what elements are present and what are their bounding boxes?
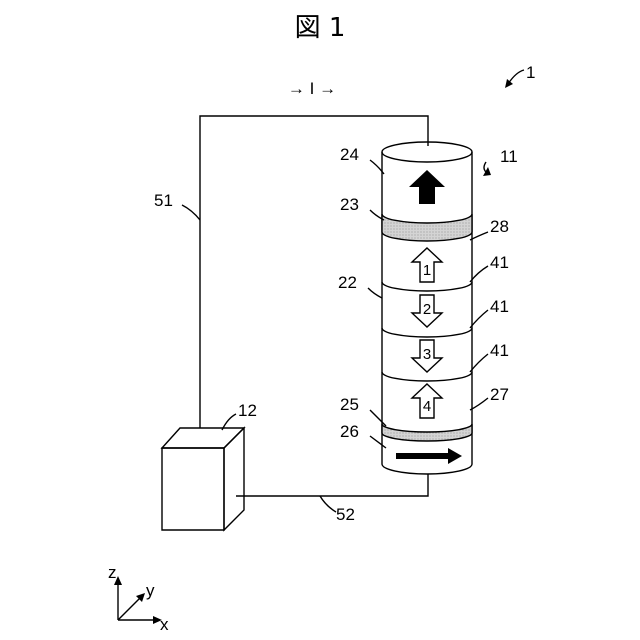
figure-title: 図 1 (295, 13, 346, 43)
wire-52 (236, 474, 428, 496)
cylinder-bottom (382, 464, 472, 474)
wire-51 (200, 116, 428, 428)
segment-3-number: 3 (423, 346, 431, 363)
label-41b: 41 (490, 297, 509, 316)
device-label: 1 (526, 63, 535, 82)
leader-41a (470, 266, 488, 282)
axis-x-label: x (160, 615, 169, 634)
label-26: 26 (340, 422, 359, 441)
label-12: 12 (238, 401, 257, 420)
label-25: 25 (340, 395, 359, 414)
solid-up-arrow-icon (409, 170, 445, 204)
axis-z-label: z (108, 563, 117, 582)
label-24: 24 (340, 145, 359, 164)
leader-51 (182, 205, 200, 220)
leader-52 (320, 496, 336, 512)
label-52: 52 (336, 505, 355, 524)
power-supply-box (162, 428, 244, 530)
segment-4-number: 4 (423, 398, 431, 415)
leader-27 (470, 398, 488, 410)
leader-28 (470, 232, 488, 240)
solid-right-arrow-icon (396, 448, 462, 464)
axis-y-label: y (146, 581, 155, 600)
label-51: 51 (154, 191, 173, 210)
label-23: 23 (340, 195, 359, 214)
segment-2-number: 2 (423, 301, 431, 318)
leader-11 (484, 162, 486, 172)
leader-25 (370, 410, 386, 426)
boundary-1 (382, 282, 472, 291)
layer-25 (382, 424, 472, 441)
leader-41c (470, 354, 488, 372)
boundary-3 (382, 372, 472, 381)
leader-41b (470, 310, 488, 328)
device-leader-arrowhead (505, 79, 513, 88)
boundary-2 (382, 328, 472, 337)
current-direction-label: → I → (288, 79, 336, 98)
label-41c: 41 (490, 341, 509, 360)
layer-23 (382, 214, 472, 241)
cylinder-top (382, 142, 472, 162)
leader-22 (368, 288, 382, 298)
coordinate-axes (114, 576, 162, 624)
label-41a: 41 (490, 253, 509, 272)
label-28: 28 (490, 217, 509, 236)
leader-26 (370, 436, 386, 448)
label-27: 27 (490, 385, 509, 404)
segment-1-number: 1 (423, 262, 431, 279)
label-22: 22 (338, 273, 357, 292)
label-11: 11 (500, 147, 518, 166)
